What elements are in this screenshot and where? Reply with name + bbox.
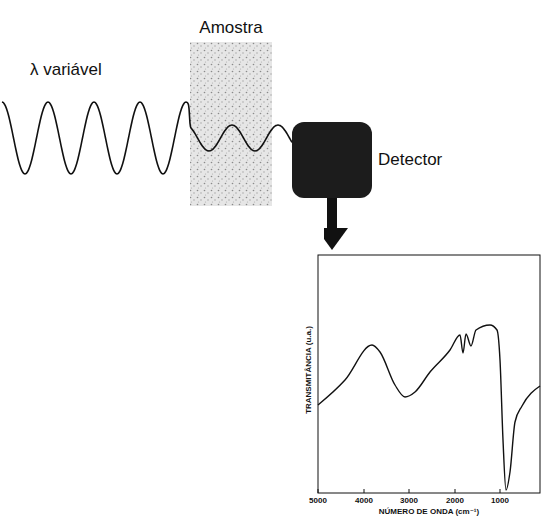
spectrum-chart: TRANSMITÂNCIA (u.a.) NÚMERO DE ONDA (cm⁻¹… (300, 250, 542, 518)
axis-tick (455, 489, 456, 493)
detector-label: Detector (378, 150, 442, 170)
tick-label: 3000 (400, 496, 418, 505)
light-wave (2, 102, 292, 174)
output-arrow (327, 198, 337, 238)
tick-label: 5000 (309, 496, 327, 505)
tick-label: 4000 (355, 496, 373, 505)
axis-tick (364, 489, 365, 493)
axis-tick (318, 489, 319, 493)
wave-label: λ variável (30, 60, 102, 80)
sample-region (190, 42, 272, 206)
tick-label: 1000 (491, 496, 509, 505)
axis-title: NÚMERO DE ONDA (cm⁻¹) (379, 507, 479, 516)
spectrum-curve (318, 325, 540, 490)
axis-title: TRANSMITÂNCIA (u.a.) (304, 326, 313, 414)
axis-tick (409, 489, 410, 493)
axis-tick (500, 489, 501, 493)
spectrum-plot (300, 250, 542, 518)
sample-box: Amostra (190, 42, 272, 206)
tick-label: 2000 (446, 496, 464, 505)
detector-box: Detector (292, 122, 372, 198)
sample-label: Amostra (199, 18, 262, 38)
plot-frame (318, 255, 540, 493)
